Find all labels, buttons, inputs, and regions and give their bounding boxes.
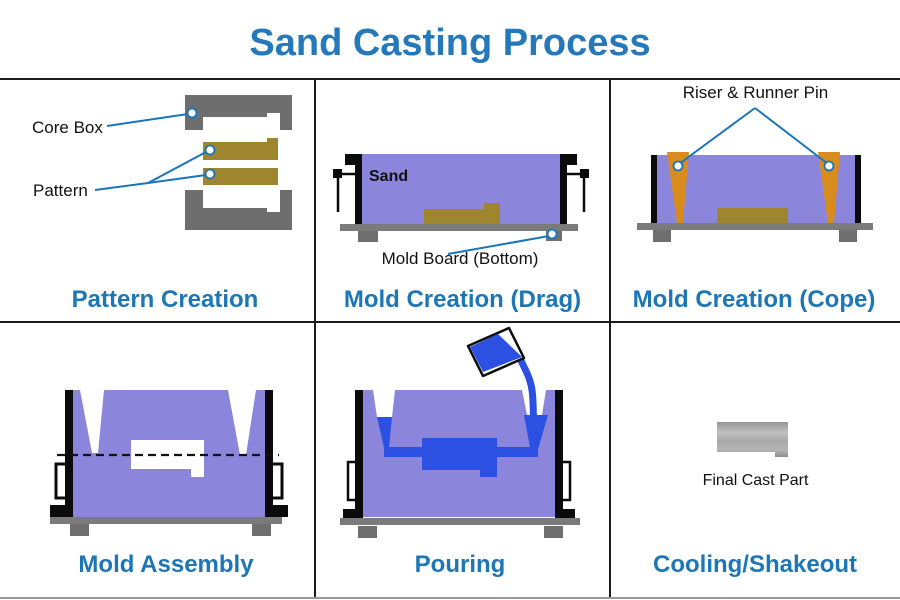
- riser-annotation-line: [678, 107, 756, 165]
- drag-flask-wall-right-cap: [560, 154, 577, 165]
- assembly-sprue-channel: [80, 390, 104, 453]
- pattern-label: Pattern: [33, 181, 88, 200]
- runner-marker-dot: [823, 160, 835, 172]
- grid-rules: [0, 78, 900, 599]
- panel-title-pouring: Pouring: [414, 551, 506, 578]
- mold-drag-figure: [333, 154, 589, 255]
- core-box-label: Core Box: [32, 118, 103, 137]
- cope-board-foot-left: [653, 230, 671, 242]
- pattern-creation-figure: [94, 95, 292, 230]
- pouring-board-foot-left: [358, 526, 377, 538]
- molten-stream: [514, 350, 538, 454]
- mold-assembly-figure: [50, 390, 288, 536]
- panel-title-mold-assembly: Mold Assembly: [78, 551, 254, 578]
- core-box-top-half: [185, 95, 292, 130]
- sand-label: Sand: [369, 168, 409, 185]
- panel-title-mold-drag: Mold Creation (Drag): [343, 286, 582, 313]
- pattern-in-cope-sand: [717, 208, 788, 223]
- cope-flask-wall-left: [651, 155, 657, 223]
- core-box-marker-dot: [186, 107, 198, 119]
- pouring-clamp-block-left: [343, 509, 363, 520]
- ladle-molten-metal: [470, 334, 522, 372]
- drag-pin-right-knob: [580, 169, 589, 178]
- pouring-figure: [340, 326, 580, 538]
- drag-pin-left: [336, 172, 355, 212]
- pattern-bar-top: [203, 138, 278, 160]
- runner-annotation-line: [754, 107, 829, 165]
- runner-pin: [818, 152, 840, 223]
- drag-flask-wall-left-cap: [345, 154, 362, 165]
- assembly-mold-cavity: [131, 440, 204, 477]
- assembly-riser-channel: [228, 390, 256, 455]
- cope-flask-wall-right: [855, 155, 861, 223]
- pattern-bar-bottom: [203, 168, 278, 185]
- core-box-annotation-line: [106, 113, 189, 127]
- drag-pin-left-knob: [333, 169, 342, 178]
- assembly-clamp-right: [265, 462, 284, 500]
- riser-marker-dot: [672, 160, 684, 172]
- mold-board-annotation-line: [447, 235, 550, 255]
- assembly-mold-board: [50, 517, 282, 524]
- pouring-flask-wall-left: [355, 390, 363, 517]
- pouring-mold-board: [340, 518, 580, 525]
- assembly-clamp-left: [54, 462, 73, 500]
- assembly-board-foot-left: [70, 524, 89, 536]
- pattern-marker-dot-1: [204, 144, 216, 156]
- molten-runner-right: [497, 447, 538, 457]
- cope-mold-board: [637, 223, 873, 230]
- final-cast-part-label: Final Cast Part: [702, 472, 809, 489]
- molten-sprue: [377, 417, 392, 448]
- panel-title-pattern-creation: Pattern Creation: [71, 286, 259, 313]
- panel-title-cooling-shakeout: Cooling/Shakeout: [653, 551, 857, 578]
- riser-pin: [667, 152, 689, 223]
- cope-board-foot-right: [839, 230, 857, 242]
- drag-mold-board: [340, 224, 578, 231]
- page-title: Sand Casting Process: [249, 22, 651, 64]
- mold-board-marker-dot: [546, 228, 558, 240]
- drag-board-foot-left: [358, 231, 378, 242]
- pouring-clamp-right: [555, 460, 572, 502]
- pattern-annotation-line-1: [94, 151, 207, 191]
- core-box-bottom-half: [185, 190, 292, 230]
- mold-cope-figure: [637, 107, 873, 242]
- pouring-sprue-top: [373, 390, 395, 417]
- mold-board-label: Mold Board (Bottom): [381, 249, 539, 268]
- cooling-shakeout-figure: [717, 422, 788, 457]
- drag-pin-right: [567, 172, 586, 212]
- drag-flask-wall-left: [355, 165, 362, 224]
- pouring-clamp-left: [346, 460, 363, 502]
- pattern-in-drag-sand: [424, 203, 500, 224]
- assembly-flask-wall-right: [265, 390, 273, 517]
- pattern-annotation-line-2: [147, 174, 207, 184]
- pattern-marker-dot-2: [204, 168, 216, 180]
- molten-runner-left: [384, 447, 425, 457]
- drag-flask-wall-right: [560, 165, 567, 224]
- molten-metal-cavity: [422, 438, 497, 477]
- pouring-flask-wall-right: [555, 390, 563, 517]
- assembly-board-foot-right: [252, 524, 271, 536]
- panel-title-mold-cope: Mold Creation (Cope): [632, 286, 876, 313]
- pouring-clamp-block-right: [555, 509, 575, 520]
- assembly-flask-wall-left: [65, 390, 73, 517]
- assembly-clamp-block-right: [265, 505, 288, 517]
- final-cast-part: [717, 422, 788, 457]
- assembly-clamp-block-left: [50, 505, 73, 517]
- pouring-board-foot-right: [544, 526, 563, 538]
- riser-runner-pin-label: Riser & Runner Pin: [682, 83, 829, 102]
